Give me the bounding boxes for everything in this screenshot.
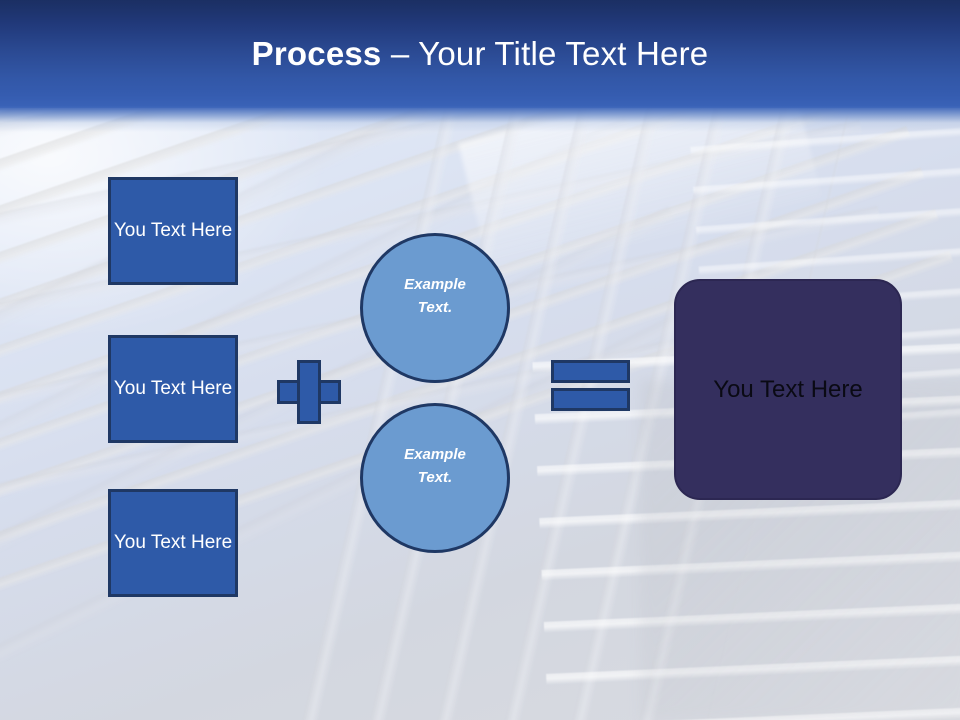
example-circle-2-line1: Example xyxy=(404,445,466,463)
page-title-rest: – Your Title Text Here xyxy=(381,35,709,72)
input-box-2-label: You Text Here xyxy=(113,378,233,400)
input-box-1[interactable]: You Text Here xyxy=(108,177,238,285)
title-banner-fade xyxy=(0,106,960,132)
plus-icon xyxy=(277,360,341,424)
example-circle-2-line2: Text. xyxy=(417,469,453,486)
result-box[interactable]: You Text Here xyxy=(674,279,902,500)
equals-icon xyxy=(551,360,630,411)
input-box-1-label: You Text Here xyxy=(113,220,233,242)
input-box-3[interactable]: You Text Here xyxy=(108,489,238,597)
example-circle-1-line2: Text. xyxy=(417,299,453,316)
plus-icon-center-fill xyxy=(300,383,318,401)
input-box-3-label: You Text Here xyxy=(113,532,233,554)
input-box-2[interactable]: You Text Here xyxy=(108,335,238,443)
equals-icon-top-bar xyxy=(551,360,630,383)
page-title-bold: Process xyxy=(251,35,382,72)
title-banner xyxy=(0,0,960,108)
result-box-label: You Text Here xyxy=(713,375,863,403)
example-circle-1-line1: Example xyxy=(404,275,466,293)
page-title: Process – Your Title Text Here xyxy=(0,0,960,108)
equals-icon-bottom-bar xyxy=(551,388,630,411)
